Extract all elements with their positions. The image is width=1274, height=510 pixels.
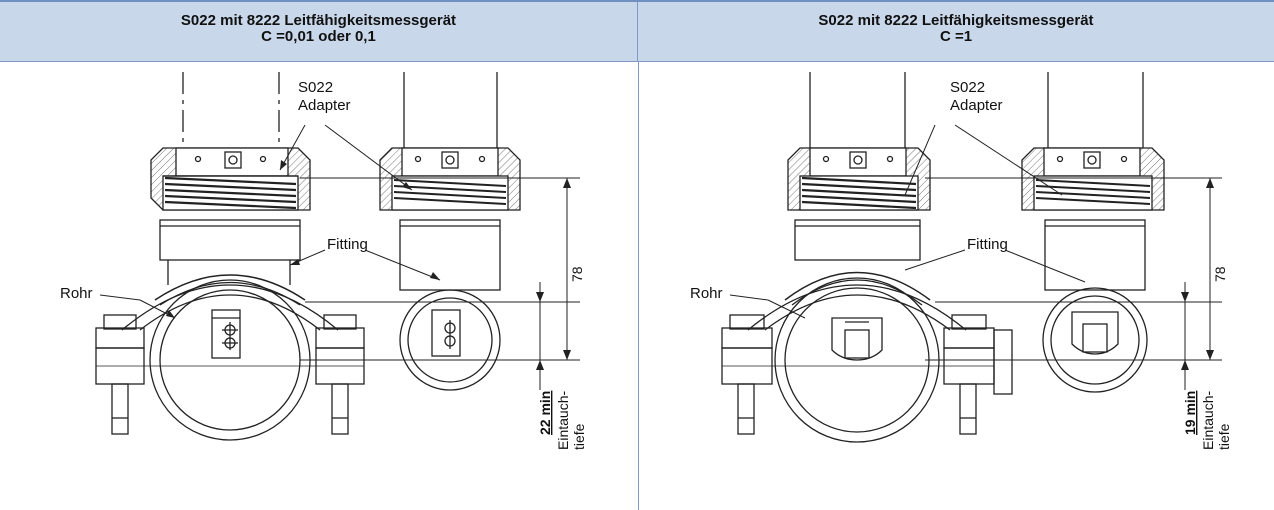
left-dim-height: 78 (569, 266, 585, 282)
drawings: S022 Adapter Fitting Rohr 78 22 min Eint… (60, 72, 1232, 450)
left-arrowheads (166, 160, 440, 318)
panel-header-left-line1: S022 mit 8222 Leitfähigkeitsmessgerät (180, 12, 457, 29)
left-tee-body (399, 219, 501, 391)
right-fitting-body-1 (784, 219, 931, 306)
right-label-eintauch: Eintauch- (1200, 391, 1216, 450)
panel-header-right-line1: S022 mit 8222 Leitfähigkeitsmessgerät (818, 12, 1094, 29)
left-saddle-clamp (95, 284, 365, 435)
right-saddle-clamp (721, 284, 1013, 435)
right-dim-depth: 19 min (1182, 391, 1198, 435)
right-tee-body (1042, 219, 1148, 393)
right-drawing (721, 72, 1222, 443)
left-nut-2 (379, 147, 521, 211)
left-fitting-body-1 (154, 219, 306, 306)
left-dim-arrows (536, 178, 571, 370)
left-pipe (149, 279, 311, 441)
left-dimensions (300, 177, 580, 390)
panel-header-right: S022 mit 8222 Leitfähigkeitsmessgerät C … (638, 2, 1274, 62)
right-nut-2 (1021, 147, 1165, 211)
right-label-fitting: Fitting (967, 236, 1008, 253)
column-divider (638, 62, 639, 510)
left-sensor-shafts (182, 72, 498, 148)
right-sensor-shafts (809, 72, 1144, 148)
right-dimensions (925, 177, 1222, 390)
right-label-s022: S022 (950, 79, 985, 96)
panel-header-right-text: S022 mit 8222 Leitfähigkeitsmessgerät C … (638, 13, 1274, 45)
left-label-rohr: Rohr (60, 285, 93, 302)
right-label-rohr: Rohr (690, 285, 723, 302)
left-label-adapter: Adapter (298, 97, 351, 114)
left-drawing (95, 72, 580, 441)
right-nut-1 (787, 147, 931, 211)
left-label-eintauch: Eintauch- (555, 391, 571, 450)
left-label-tiefe: tiefe (571, 423, 587, 450)
left-leaders (99, 124, 441, 319)
right-leaders (729, 124, 1086, 319)
right-label-tiefe: tiefe (1216, 423, 1232, 450)
right-pipe (774, 277, 940, 443)
panel-header-right-line2: C =1 (939, 28, 973, 45)
panel-header-left: S022 mit 8222 Leitfähigkeitsmessgerät C … (0, 2, 638, 62)
right-dim-height: 78 (1212, 266, 1228, 282)
panel-header-left-text: S022 mit 8222 Leitfähigkeitsmessgerät C … (0, 13, 637, 45)
left-dim-depth: 22 min (537, 391, 553, 435)
right-dim-arrows (1181, 178, 1214, 370)
panel-header-left-line2: C =0,01 oder 0,1 (261, 28, 376, 45)
left-label-fitting: Fitting (327, 236, 368, 253)
left-nut-1 (150, 147, 311, 211)
left-label-s022: S022 (298, 79, 333, 96)
right-label-adapter: Adapter (950, 97, 1003, 114)
